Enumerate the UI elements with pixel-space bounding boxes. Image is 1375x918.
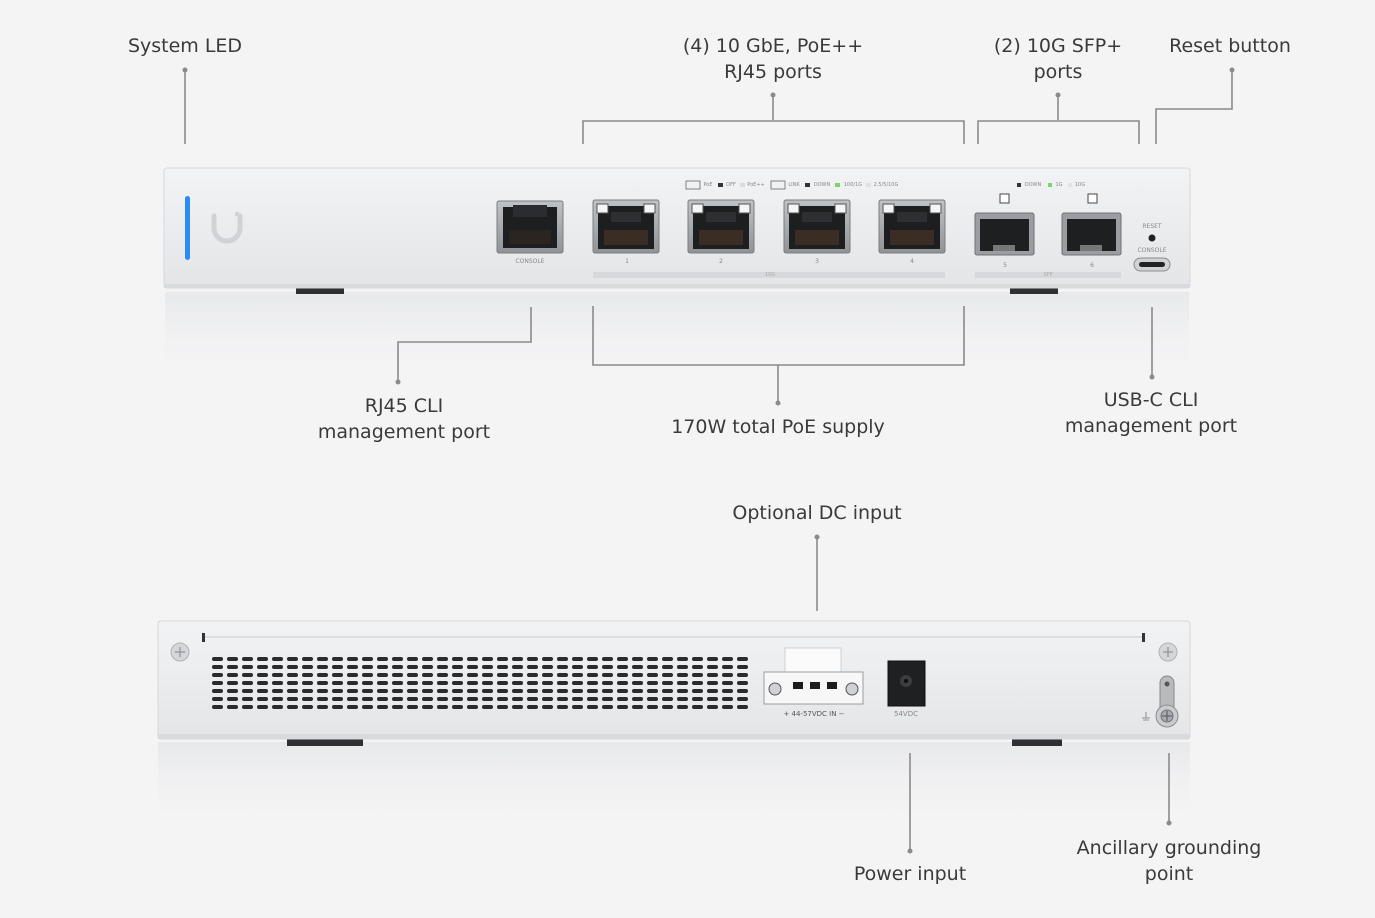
callout-sfp-ports: (2) 10G SFP+ ports (958, 33, 1158, 85)
barrel-jack-power (887, 660, 926, 707)
system-led (185, 196, 190, 260)
callout-sfp-ports-line1: (2) 10G SFP+ (993, 35, 1123, 57)
callout-power-input-text: Power input (853, 863, 967, 885)
callout-dc-input-text: Optional DC input (732, 502, 902, 524)
rear-foot-left (287, 738, 363, 746)
callout-usbc-cli-line2: management port (1064, 415, 1238, 437)
callout-rj45-ports-line1: (4) 10 GbE, PoE++ (682, 35, 864, 57)
callout-rj45-ports: (4) 10 GbE, PoE++ RJ45 ports (623, 33, 923, 85)
rj45-port-4 (878, 199, 946, 254)
callout-poe-supply-text: 170W total PoE supply (671, 416, 885, 438)
rj45-port-2 (687, 199, 755, 254)
callout-sfp-ports-line2: ports (1033, 61, 1083, 83)
sfp-legend-down: DOWN (1024, 182, 1042, 188)
callout-power-input: Power input (810, 861, 1010, 887)
legend-100-1g: 100/1G (843, 182, 863, 188)
callout-rj45-cli-line1: RJ45 CLI (364, 395, 444, 417)
leader-dots (182, 67, 1235, 854)
sfp-legend-1g: 1G (1055, 182, 1063, 188)
legend-down: DOWN (813, 182, 831, 188)
port-4-label: 4 (910, 258, 914, 265)
rj45-port-1 (592, 199, 660, 254)
callout-system-led-text: System LED (127, 35, 243, 57)
grounding-lug (1155, 675, 1179, 728)
sfp-6-led (1087, 193, 1098, 204)
leader-lines (184, 70, 1233, 850)
callout-usbc-cli: USB-C CLI management port (1041, 387, 1261, 439)
sfp-6-label: 6 (1090, 262, 1094, 269)
callout-grounding-line1: Ancillary grounding (1076, 837, 1262, 859)
usb-console-label: CONSOLE (1137, 247, 1167, 254)
ground-symbol-icon (1142, 712, 1150, 721)
legend-poepp: PoE++ (747, 182, 765, 188)
sfp-group-label: SFP (1043, 272, 1053, 278)
barrel-jack-label: 54VDC (894, 710, 918, 718)
rj45-group-bar (593, 272, 945, 278)
front-panel (163, 167, 1191, 382)
rear-foot-right (1012, 738, 1062, 746)
callout-rj45-ports-line2: RJ45 ports (724, 61, 822, 83)
sfp-port-5 (974, 212, 1035, 256)
callout-system-led: System LED (85, 33, 285, 59)
reset-label: RESET (1142, 223, 1162, 230)
sfp-legend-10g: 10G (1074, 182, 1086, 188)
link-legend-icon (770, 180, 786, 190)
callout-dc-input: Optional DC input (692, 500, 942, 526)
rj45-port-3 (783, 199, 851, 254)
vent-grille (212, 657, 752, 713)
callout-grounding: Ancillary grounding point (1054, 835, 1284, 887)
dc-terminal-block (763, 647, 864, 705)
callout-rj45-cli-line2: management port (317, 421, 491, 443)
ubiquiti-logo-icon (211, 213, 243, 244)
legend-poe: PoE (703, 182, 713, 188)
console-rj45-port (496, 200, 564, 254)
legend-off: OFF (726, 182, 736, 188)
port-1-label: 1 (625, 258, 629, 265)
callout-poe-supply: 170W total PoE supply (628, 414, 928, 440)
legend-link: LINK (788, 182, 800, 188)
legend-25-5-10g: 2.5/5/10G (873, 182, 899, 188)
callout-usbc-cli-line1: USB-C CLI (1103, 389, 1199, 411)
rear-reflection (158, 742, 1190, 832)
sfp-group-bar (975, 272, 1121, 278)
front-foot-right (1010, 287, 1058, 294)
callout-reset-button: Reset button (1145, 33, 1315, 59)
sfp-5-label: 5 (1003, 262, 1007, 269)
port-3-label: 3 (815, 258, 819, 265)
poe-legend-icon (685, 180, 701, 190)
sfp-port-6 (1061, 212, 1122, 256)
front-foot-left (296, 287, 344, 294)
callout-grounding-line2: point (1144, 863, 1194, 885)
rj45-group-label: 10G (764, 272, 776, 278)
rear-panel (157, 620, 1191, 832)
reset-button (1148, 234, 1156, 242)
sfp-5-led (999, 193, 1010, 204)
dc-terminal-label: + 44-57VDC IN − (783, 710, 845, 718)
port-2-label: 2 (719, 258, 723, 265)
console-port-label: CONSOLE (515, 258, 545, 265)
callout-rj45-cli: RJ45 CLI management port (294, 393, 514, 445)
front-reflection (165, 292, 1189, 382)
callout-reset-button-text: Reset button (1169, 35, 1291, 57)
